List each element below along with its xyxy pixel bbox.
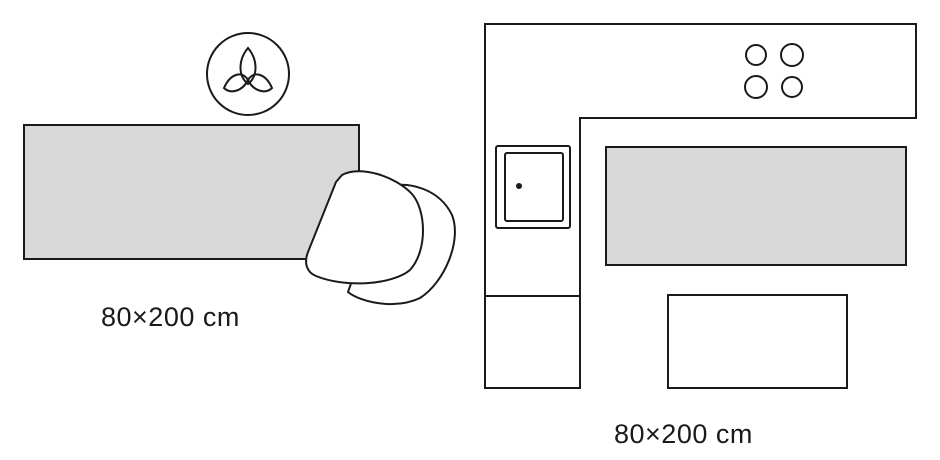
rug-left xyxy=(23,124,360,260)
armchair-icon xyxy=(305,170,456,305)
rug-right-gray xyxy=(605,146,907,266)
stove-burners-icon xyxy=(744,43,804,99)
rug-right-outline xyxy=(667,294,848,389)
rug-size-label-right: 80×200 cm xyxy=(614,419,753,449)
plant-icon xyxy=(206,32,290,116)
kitchen-counter xyxy=(484,23,917,389)
rug-size-label-left: 80×200 cm xyxy=(101,302,240,332)
sink-icon xyxy=(495,145,571,229)
